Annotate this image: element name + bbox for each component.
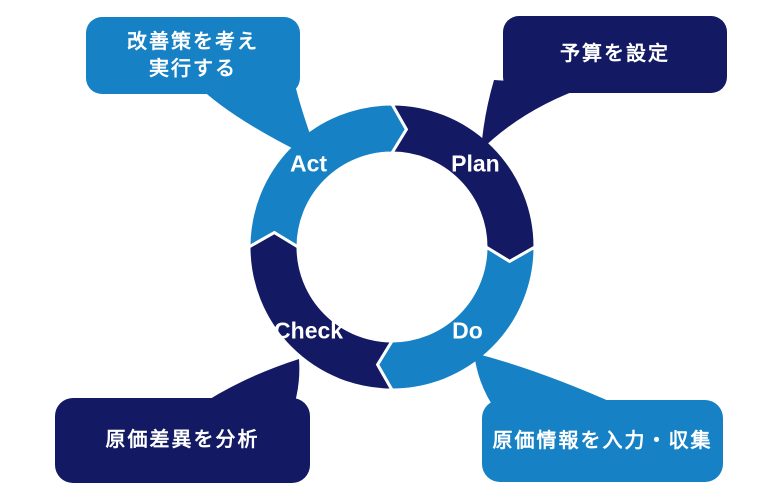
segment-label-check: Check: [274, 317, 343, 343]
segment-check: [247, 230, 395, 392]
callout-tail-plan: [481, 80, 588, 150]
callout-act-line-2: 実行する: [149, 57, 237, 80]
callout-check-line-1: 原価差異を分析: [105, 429, 260, 451]
callout-do: 原価情報を入力・収集: [482, 400, 723, 482]
callout-tail-act: [196, 80, 320, 162]
segment-label-do: Do: [452, 317, 483, 343]
callout-tail-do: [474, 353, 620, 412]
callout-plan: 予算を設定: [503, 16, 727, 93]
callout-act: 改善策を考え 実行する: [86, 17, 300, 94]
callout-act-line-1: 改善策を考え: [127, 30, 259, 53]
callout-check: 原価差異を分析: [55, 398, 310, 483]
callout-plan-line-1: 予算を設定: [560, 43, 670, 65]
segment-label-plan: Plan: [451, 151, 500, 177]
callout-do-line-1: 原価情報を入力・収集: [492, 429, 713, 452]
segment-plan: [389, 102, 537, 264]
segment-label-act: Act: [290, 151, 327, 177]
